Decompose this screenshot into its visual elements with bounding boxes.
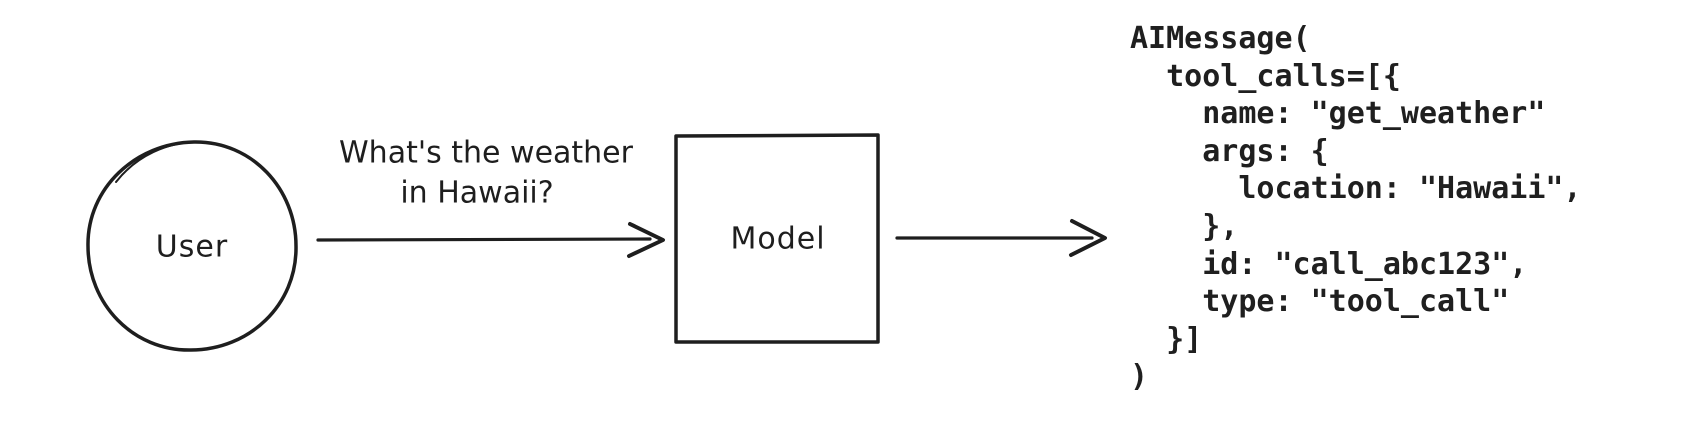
code-line-5: location: "Hawaii", — [1130, 171, 1582, 207]
user-node-label: User — [155, 229, 229, 265]
arrow-user-to-model-line — [316, 237, 652, 242]
code-line-3: name: "get_weather" — [1130, 96, 1546, 132]
user-message-line2: in Hawaii? — [400, 175, 554, 211]
code-line-4: args: { — [1130, 133, 1329, 169]
code-line-8: type: "tool_call" — [1130, 284, 1510, 320]
code-line-2: tool_calls=[{ — [1130, 58, 1401, 94]
user-circle-shape — [86, 140, 298, 352]
model-box-shape — [674, 133, 880, 344]
code-line-10: ) — [1130, 359, 1149, 395]
code-line-7: id: "call_abc123", — [1130, 246, 1528, 282]
model-node-label: Model — [730, 221, 826, 257]
code-line-1: AIMessage( — [1130, 21, 1311, 56]
code-line-9: }] — [1130, 321, 1203, 357]
user-circle-overstroke — [115, 140, 201, 183]
ai-message-code-block: AIMessage( tool_calls=[{ name: "get_weat… — [1130, 20, 1582, 396]
code-line-6: }, — [1130, 208, 1239, 244]
arrow-user-to-model-head — [627, 222, 665, 258]
arrow-model-to-output-head — [1069, 219, 1107, 257]
user-message-line1: What's the weather — [339, 135, 633, 171]
